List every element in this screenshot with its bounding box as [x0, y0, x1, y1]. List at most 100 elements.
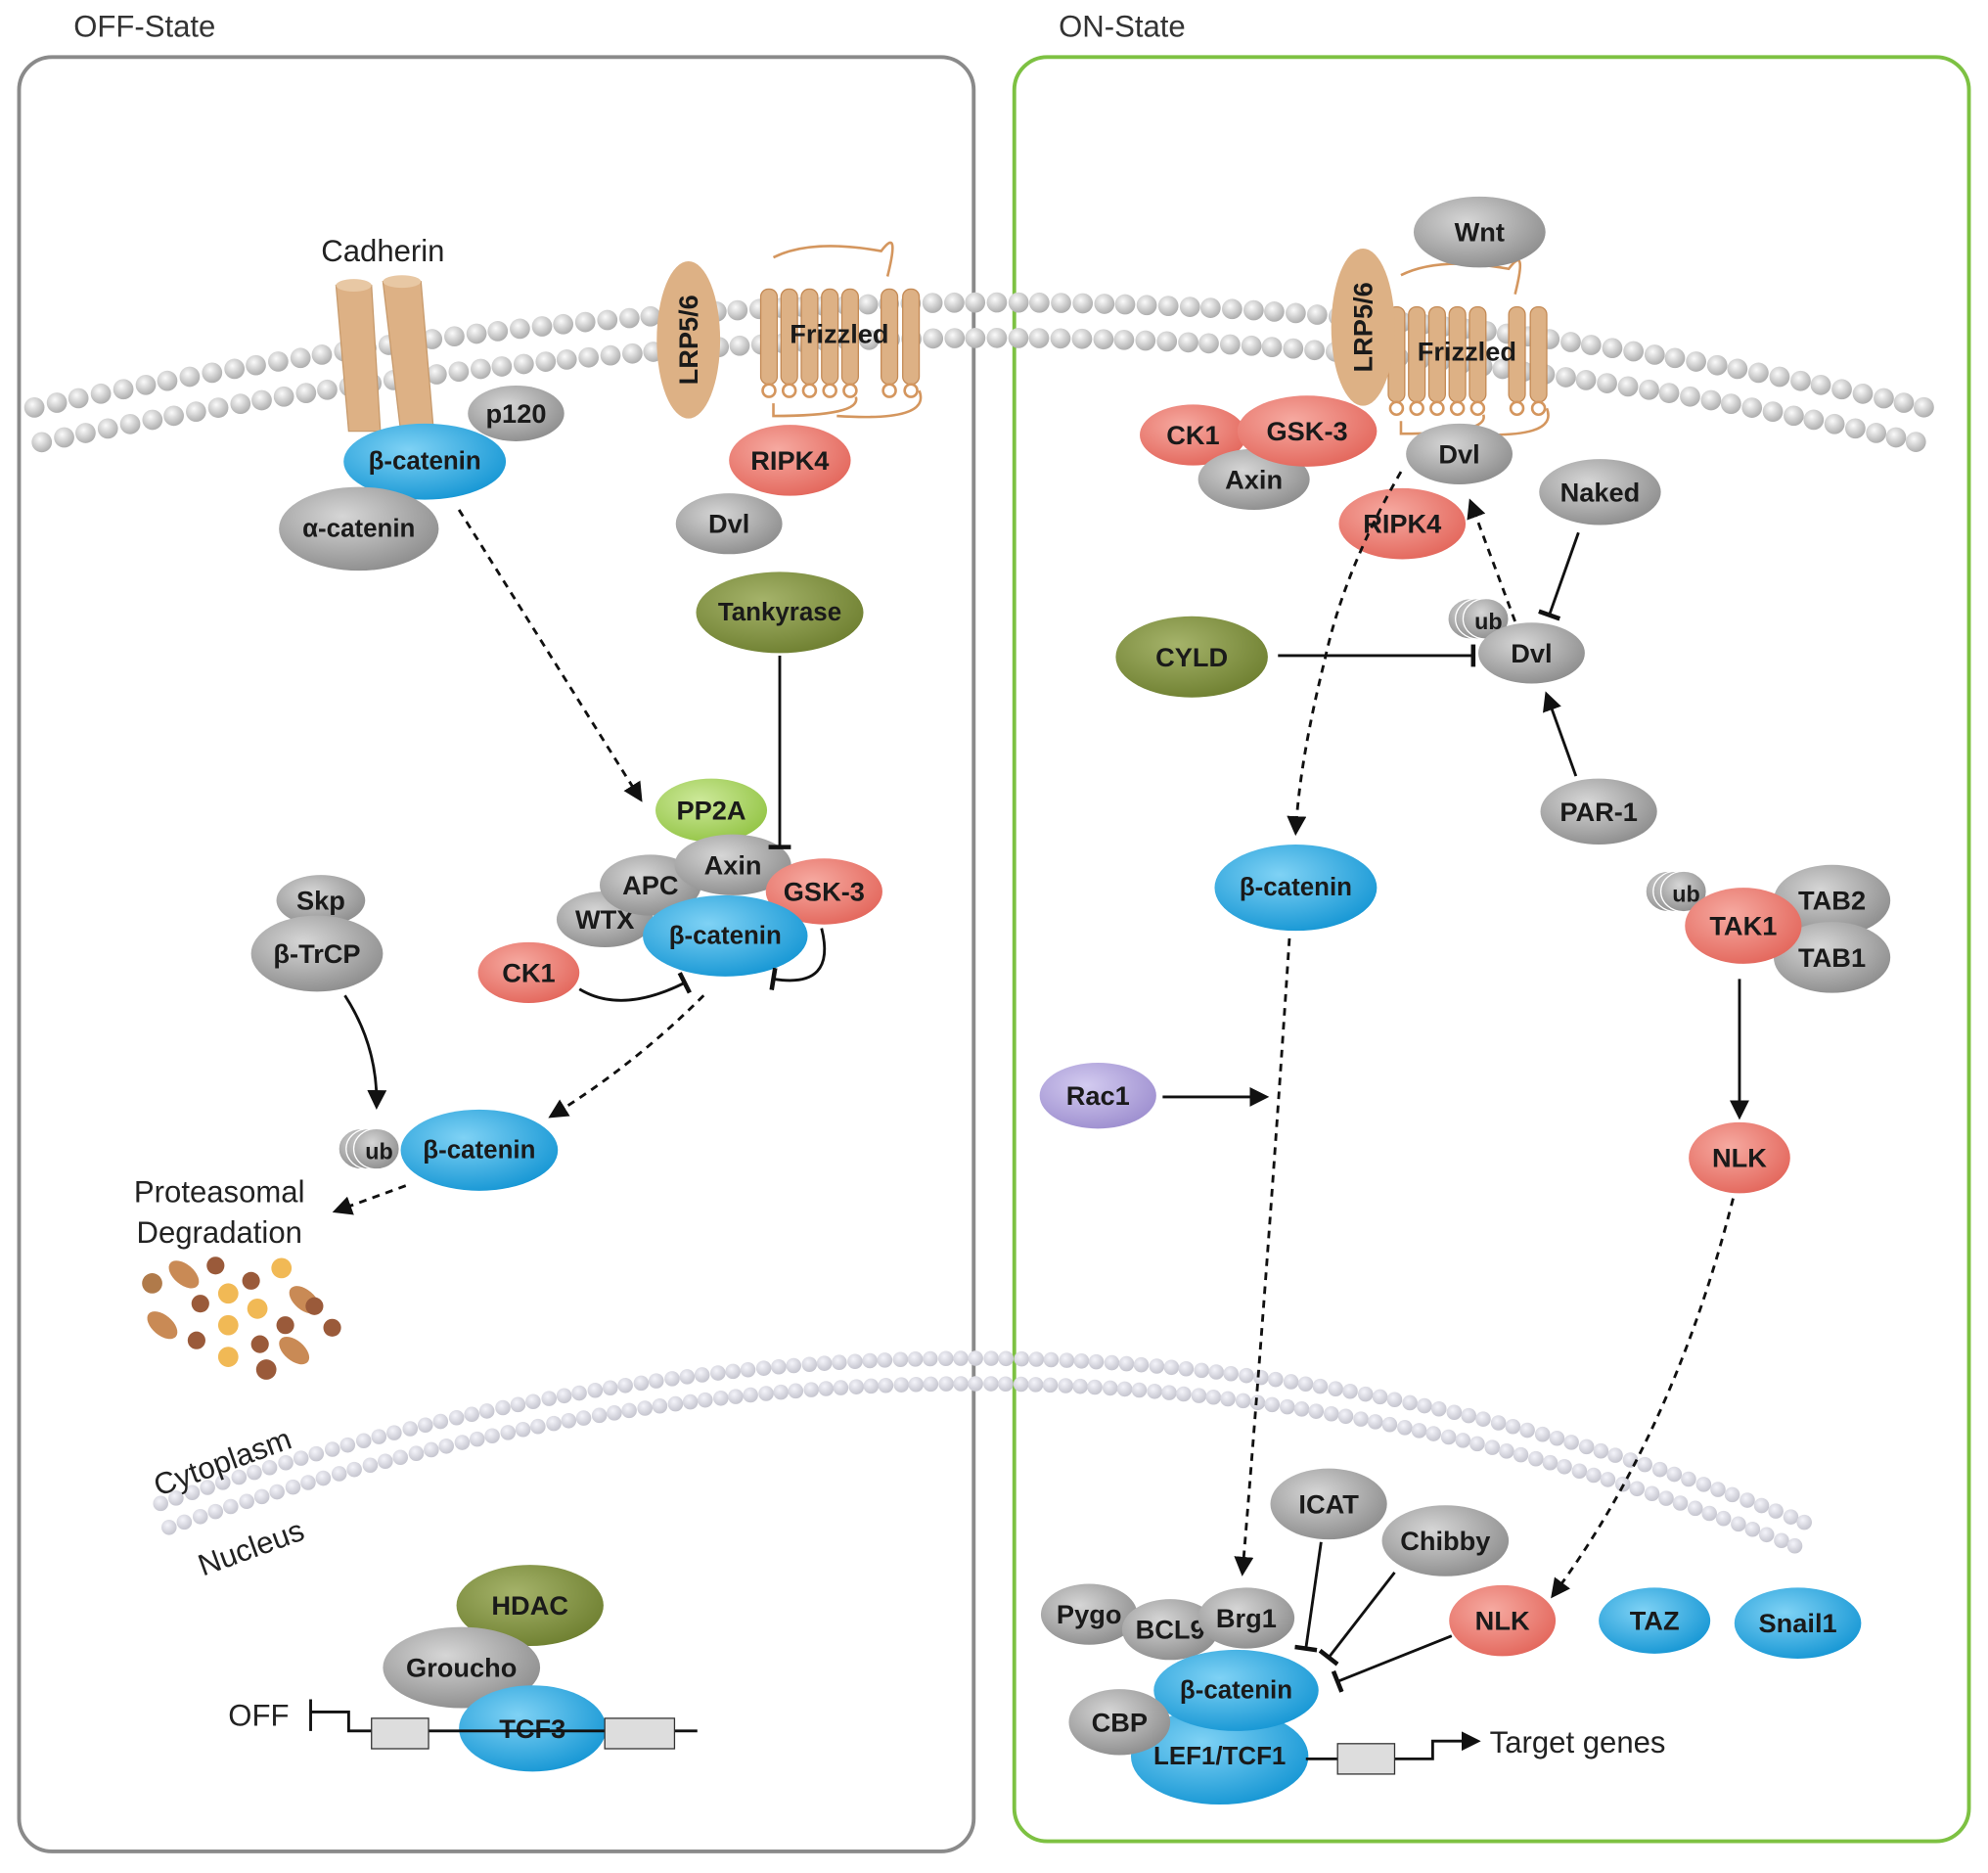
- degradation-label: Degradation: [137, 1215, 302, 1250]
- lrp5-6-label: LRP5/6: [1348, 282, 1378, 372]
- protein-ck1-on: CK1: [1140, 404, 1246, 466]
- interaction-edges: [332, 471, 1749, 1693]
- protein-shape: [675, 493, 783, 555]
- protein-shape: [1115, 616, 1268, 698]
- protein-label: CYLD: [1155, 642, 1228, 672]
- protein-skp: Skp: [276, 875, 366, 926]
- protein-chibby: Chibby: [1381, 1505, 1510, 1576]
- protein-naked: Naked: [1539, 459, 1661, 525]
- protein-taz: TAZ: [1599, 1587, 1711, 1654]
- protein-axin-off: Axin: [674, 834, 791, 895]
- protein-label: β-catenin: [669, 922, 782, 949]
- protein-label: Chibby: [1400, 1526, 1490, 1556]
- protein-ck1-off: CK1: [477, 941, 580, 1004]
- protein-shape: [1121, 1599, 1219, 1661]
- protein-label: Brg1: [1216, 1603, 1277, 1633]
- protein-label: Naked: [1560, 477, 1641, 507]
- plasma-membrane: [23, 292, 1934, 453]
- protein-shape: [250, 915, 384, 992]
- protein-shape: [459, 1685, 607, 1772]
- cadherin-label: Cadherin: [321, 234, 444, 268]
- protein-bcl9: BCL9: [1121, 1599, 1219, 1661]
- protein-label: TAZ: [1630, 1606, 1680, 1636]
- protein-label: α-catenin: [302, 515, 415, 542]
- protein-shape: [1214, 845, 1378, 932]
- protein-label: Groucho: [406, 1653, 517, 1683]
- protein-shape: [1197, 1587, 1295, 1649]
- protein-shape: [1040, 1583, 1138, 1645]
- protein-label: ICAT: [1298, 1488, 1359, 1519]
- protein-shape: [1237, 395, 1378, 467]
- protein-shape: [468, 385, 565, 441]
- protein-ub-off: ub: [338, 1127, 400, 1170]
- protein-shape: [1130, 1708, 1309, 1805]
- edge-chibby-inhibits-bcat: [1318, 1572, 1396, 1667]
- protein-tcf3: TCF3: [459, 1685, 607, 1772]
- protein-shape: [1773, 922, 1891, 993]
- protein-hdac: HDAC: [456, 1565, 604, 1647]
- edge-complex-to-ub-bcat: [548, 994, 705, 1119]
- protein-shape: [1270, 1468, 1387, 1540]
- protein-shape: [1689, 1121, 1790, 1194]
- protein-shape: [1406, 423, 1514, 485]
- protein-label: RIPK4: [1363, 509, 1441, 539]
- protein-acat: α-catenin: [279, 486, 439, 571]
- edge-btrcp-to-ub: [343, 994, 387, 1110]
- protein-label: LEF1/TCF1: [1153, 1743, 1286, 1770]
- protein-shape: [456, 1565, 604, 1647]
- protein-dvl-on: Dvl: [1406, 423, 1514, 485]
- protein-tab1: TAB1: [1773, 922, 1891, 993]
- protein-ub-tak: ub: [1645, 870, 1707, 913]
- protein-shape: [655, 778, 768, 843]
- protein-shape: [1478, 622, 1585, 684]
- protein-icat: ICAT: [1270, 1468, 1387, 1540]
- protein-label: Tankyrase: [718, 599, 841, 626]
- protein-tankyrase: Tankyrase: [696, 571, 864, 654]
- protein-label: Axin: [1225, 464, 1283, 494]
- protein-label: RIPK4: [750, 445, 829, 476]
- protein-dvl-off: Dvl: [675, 493, 783, 555]
- off-state-panel: [17, 55, 976, 1853]
- protein-label: Snail1: [1759, 1608, 1837, 1638]
- edge-to-degradation: [332, 1184, 407, 1215]
- frizzled-receptor-off: Frizzled: [759, 241, 923, 419]
- protein-label: β-catenin: [1240, 874, 1352, 901]
- nucleus-label: Nucleus: [194, 1513, 309, 1582]
- protein-shape: [1773, 864, 1891, 936]
- edge-nlk-to-nucleus: [1551, 1198, 1735, 1599]
- lrp5-6-label: LRP5/6: [673, 295, 703, 385]
- protein-label: Dvl: [708, 509, 749, 539]
- protein-bcat-complex: β-catenin: [643, 894, 808, 977]
- protein-label: Wnt: [1455, 217, 1505, 248]
- protein-gsk3-on: GSK-3: [1237, 395, 1378, 467]
- protein-tab2: TAB2: [1773, 864, 1891, 936]
- protein-ripk4-off: RIPK4: [729, 425, 851, 496]
- protein-shape: [643, 894, 808, 977]
- protein-dvl-ub: Dvl: [1478, 622, 1585, 684]
- protein-rac1: Rac1: [1039, 1062, 1156, 1129]
- protein-shape: [674, 834, 791, 895]
- protein-label: β-catenin: [369, 448, 481, 476]
- nuclear-membrane: [153, 1350, 1812, 1554]
- on-state-panel: [1012, 55, 1971, 1844]
- edge-nlk-inhibits-bcat: [1331, 1634, 1453, 1693]
- protein-groucho: Groucho: [383, 1626, 541, 1709]
- protein-shape: [1338, 487, 1467, 560]
- off-state-title: OFF-State: [73, 10, 215, 44]
- protein-shape: [276, 875, 366, 926]
- protein-bcat-ub: β-catenin: [400, 1109, 559, 1191]
- protein-label: β-catenin: [423, 1136, 535, 1164]
- cadherin-receptor: [335, 275, 434, 433]
- edge-par1-to-dvl: [1543, 691, 1578, 777]
- protein-bcat-on: β-catenin: [1214, 845, 1378, 932]
- protein-label: PAR-1: [1559, 797, 1638, 827]
- ub-label: ub: [365, 1139, 392, 1165]
- protein-shape: [1449, 1584, 1557, 1657]
- proteasomal-label: Proteasomal: [134, 1174, 305, 1209]
- protein-shape: [343, 423, 507, 500]
- off-promoter-label: OFF: [228, 1699, 289, 1733]
- protein-ripk4-on: RIPK4: [1338, 487, 1467, 560]
- protein-shape: [1540, 778, 1657, 845]
- protein-ub-dvl: ub: [1447, 598, 1510, 640]
- protein-shape: [1734, 1587, 1862, 1659]
